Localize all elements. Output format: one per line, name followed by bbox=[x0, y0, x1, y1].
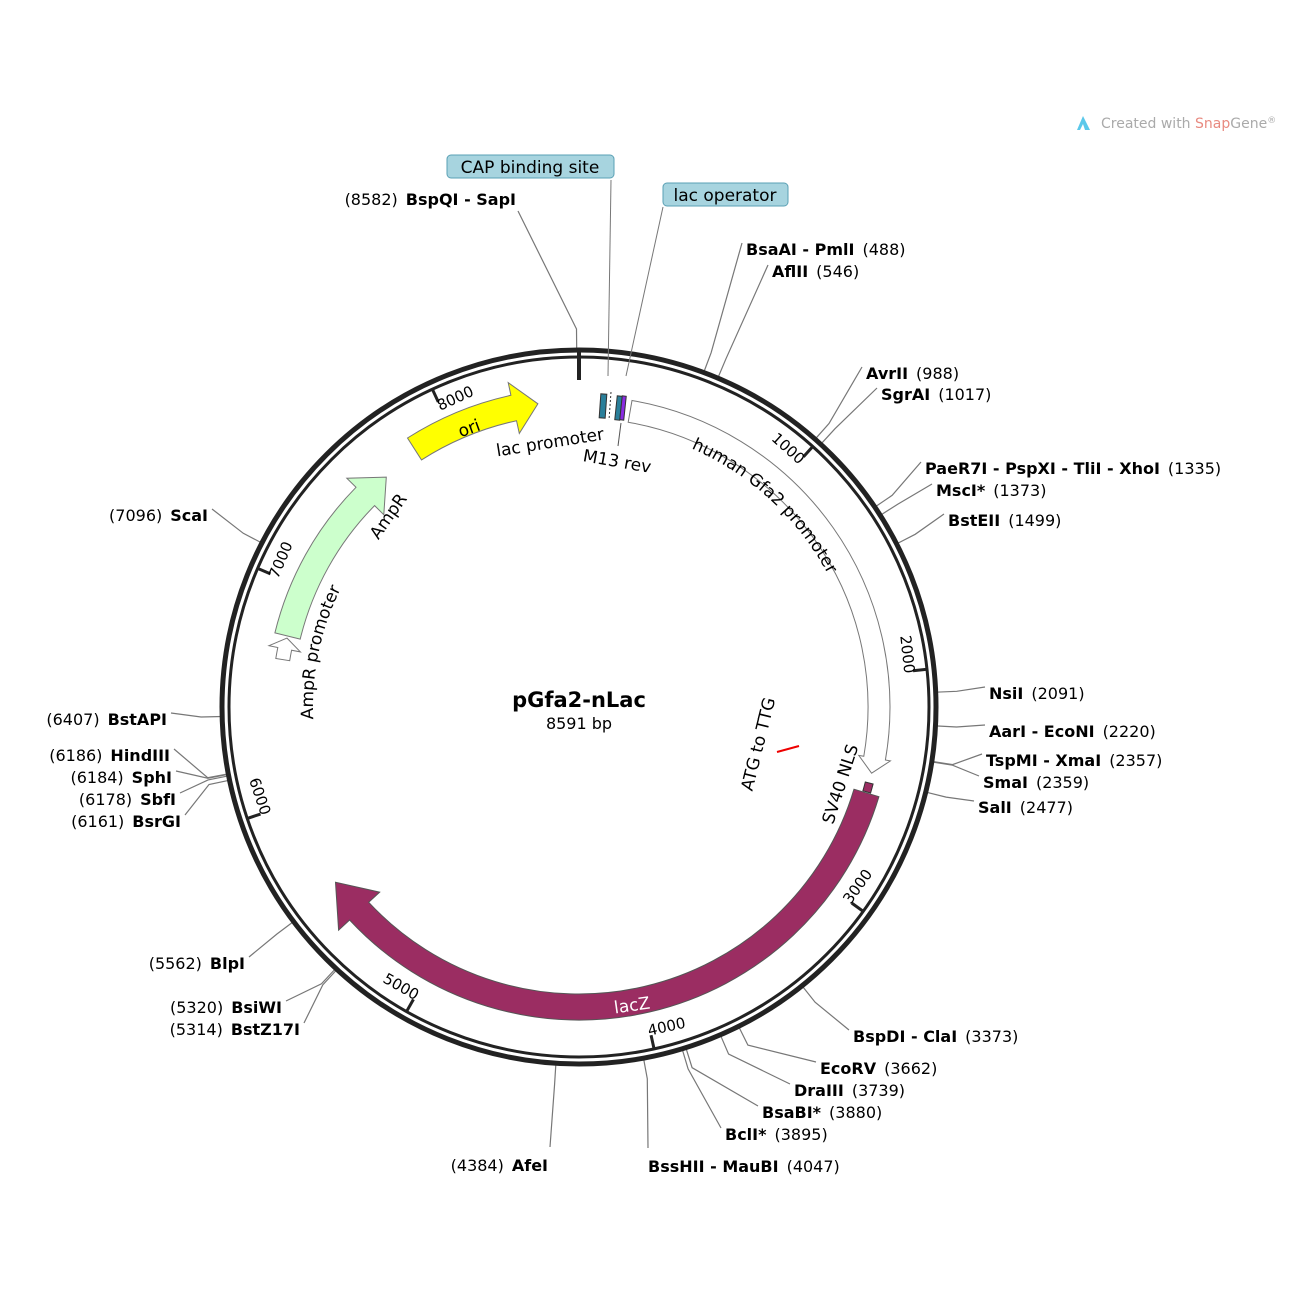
enzyme-label[interactable]: SalI(2477) bbox=[978, 798, 1073, 817]
enzyme-site-line bbox=[874, 461, 922, 508]
enzyme-site-line bbox=[931, 761, 980, 777]
enzyme-site-line bbox=[685, 1047, 759, 1107]
m13-rev-label: M13 rev bbox=[581, 446, 652, 478]
features bbox=[267, 381, 892, 1021]
enzyme-label[interactable]: PaeR7I - PspXI - TliI - XhoI(1335) bbox=[925, 459, 1221, 478]
enzyme-site-line bbox=[896, 513, 945, 545]
enzyme-site-line bbox=[801, 985, 850, 1031]
enzyme-label[interactable]: SmaI(2359) bbox=[983, 773, 1089, 792]
enzyme-label[interactable]: BssHII - MauBI(4047) bbox=[648, 1157, 840, 1176]
gfa2-label: human Gfa2 promoter bbox=[689, 435, 841, 577]
enzyme-site-line bbox=[303, 969, 338, 1024]
enzyme-label[interactable]: (5562)BlpI bbox=[149, 954, 245, 973]
enzyme-label[interactable]: BstEII(1499) bbox=[948, 511, 1061, 530]
snapgene-logo-icon bbox=[1077, 116, 1090, 130]
lac-promoter-box[interactable] bbox=[598, 393, 608, 419]
enzyme-site-line bbox=[879, 483, 933, 516]
enzyme-site-line bbox=[517, 210, 578, 351]
enzyme-label[interactable]: (6184)SphI bbox=[70, 768, 172, 787]
snapgene-watermark: Created with SnapGene® bbox=[1077, 116, 1276, 132]
enzyme-label[interactable]: NsiI(2091) bbox=[989, 684, 1085, 703]
enzyme-label[interactable]: (6186)HindIII bbox=[49, 746, 170, 765]
lac-operator-label: lac operator bbox=[662, 182, 789, 207]
enzyme-label[interactable]: BsaBI*(3880) bbox=[762, 1103, 882, 1122]
lac-operator-box[interactable] bbox=[619, 395, 627, 421]
enzyme-site-line bbox=[935, 686, 986, 693]
svg-text:lac operator: lac operator bbox=[673, 186, 776, 206]
cap-binding-site-label: CAP binding site bbox=[446, 154, 615, 179]
tick-mark bbox=[257, 567, 272, 576]
ampr-feature[interactable] bbox=[274, 476, 387, 640]
enzyme-site-line bbox=[738, 1026, 817, 1063]
tick-mark bbox=[247, 812, 261, 820]
enzyme-label[interactable]: (6178)SbfI bbox=[79, 790, 176, 809]
enzyme-label[interactable]: AvrII(988) bbox=[866, 364, 959, 383]
tick-mark bbox=[850, 901, 864, 912]
tick-label: 4000 bbox=[646, 1014, 687, 1040]
enzyme-labels: (8582)BspQI - SapI BsaAI - PmlI(488) AflII… bbox=[46, 190, 1221, 1176]
enzyme-label[interactable]: AarI - EcoNI(2220) bbox=[989, 722, 1156, 741]
tick-mark bbox=[431, 389, 440, 403]
enzyme-label[interactable]: (6407)BstAPI bbox=[46, 710, 167, 729]
enzyme-site-lines bbox=[170, 210, 986, 1149]
tick-label: 1000 bbox=[768, 429, 808, 468]
atg-to-ttg-label: ATG to TTG bbox=[738, 696, 780, 793]
tick-mark bbox=[912, 667, 927, 673]
tick-label: 2000 bbox=[896, 634, 918, 674]
enzyme-site-line bbox=[719, 1034, 791, 1085]
enzyme-site-line bbox=[179, 775, 229, 794]
enzyme-site-line bbox=[925, 791, 975, 802]
ampr-promoter-feature[interactable] bbox=[267, 637, 302, 662]
enzyme-site-line bbox=[211, 508, 263, 544]
gfa2-promoter-feature[interactable] bbox=[627, 399, 892, 774]
plasmid-name: pGfa2-nLac bbox=[512, 688, 646, 712]
enzyme-label[interactable]: (6161)BsrGI bbox=[71, 812, 181, 831]
enzyme-label[interactable]: (5314)BstZ17I bbox=[170, 1020, 300, 1039]
tick-mark bbox=[802, 446, 814, 458]
enzyme-site-line bbox=[820, 387, 878, 445]
enzyme-site-line bbox=[173, 748, 229, 779]
tick-mark bbox=[649, 1034, 656, 1049]
enzyme-site-line bbox=[703, 242, 743, 373]
enzyme-label[interactable]: BspDI - ClaI(3373) bbox=[853, 1027, 1018, 1046]
enzyme-site-line bbox=[717, 264, 769, 379]
lacz-feature[interactable] bbox=[334, 788, 880, 1021]
sv40-nls-feature[interactable] bbox=[862, 781, 874, 794]
enzyme-site-line bbox=[285, 967, 337, 1002]
enzyme-label[interactable]: TspMI - XmaI(2357) bbox=[986, 751, 1162, 770]
enzyme-site-line bbox=[248, 921, 294, 958]
enzyme-label[interactable]: MscI*(1373) bbox=[936, 481, 1046, 500]
enzyme-label[interactable]: (4384)AfeI bbox=[451, 1156, 548, 1175]
enzyme-label[interactable]: (7096)ScaI bbox=[109, 506, 208, 525]
plasmid-size: 8591 bp bbox=[546, 714, 612, 733]
atg-to-ttg-marker bbox=[776, 745, 800, 753]
enzyme-label[interactable]: (5320)BsiWI bbox=[170, 998, 282, 1017]
tick-mark bbox=[405, 998, 415, 1012]
enzyme-label[interactable]: EcoRV(3662) bbox=[820, 1059, 937, 1078]
enzyme-label[interactable]: SgrAI(1017) bbox=[881, 385, 991, 404]
svg-text:Created with SnapGene®: Created with SnapGene® bbox=[1101, 116, 1276, 132]
enzyme-label[interactable]: DraIII(3739) bbox=[794, 1081, 905, 1100]
enzyme-site-line bbox=[814, 366, 863, 440]
enzyme-label[interactable]: (8582)BspQI - SapI bbox=[345, 190, 516, 209]
enzyme-label[interactable]: AflII(546) bbox=[772, 262, 859, 281]
enzyme-site-line bbox=[681, 1048, 722, 1129]
lac-region-features bbox=[598, 179, 664, 447]
enzyme-site-line bbox=[184, 779, 230, 816]
enzyme-label[interactable]: BsaAI - PmlI(488) bbox=[746, 240, 906, 259]
enzyme-site-line bbox=[935, 724, 986, 728]
tick-label: 6000 bbox=[245, 775, 274, 817]
enzyme-site-line bbox=[642, 1057, 649, 1149]
enzyme-label[interactable]: BclI*(3895) bbox=[725, 1125, 828, 1144]
lacz-label: lacZ bbox=[613, 994, 652, 1019]
enzyme-site-line bbox=[175, 770, 229, 779]
enzyme-site-line bbox=[549, 1063, 557, 1148]
svg-text:CAP binding site: CAP binding site bbox=[461, 158, 600, 178]
ori-feature[interactable] bbox=[406, 381, 539, 461]
enzyme-site-line bbox=[170, 712, 223, 718]
